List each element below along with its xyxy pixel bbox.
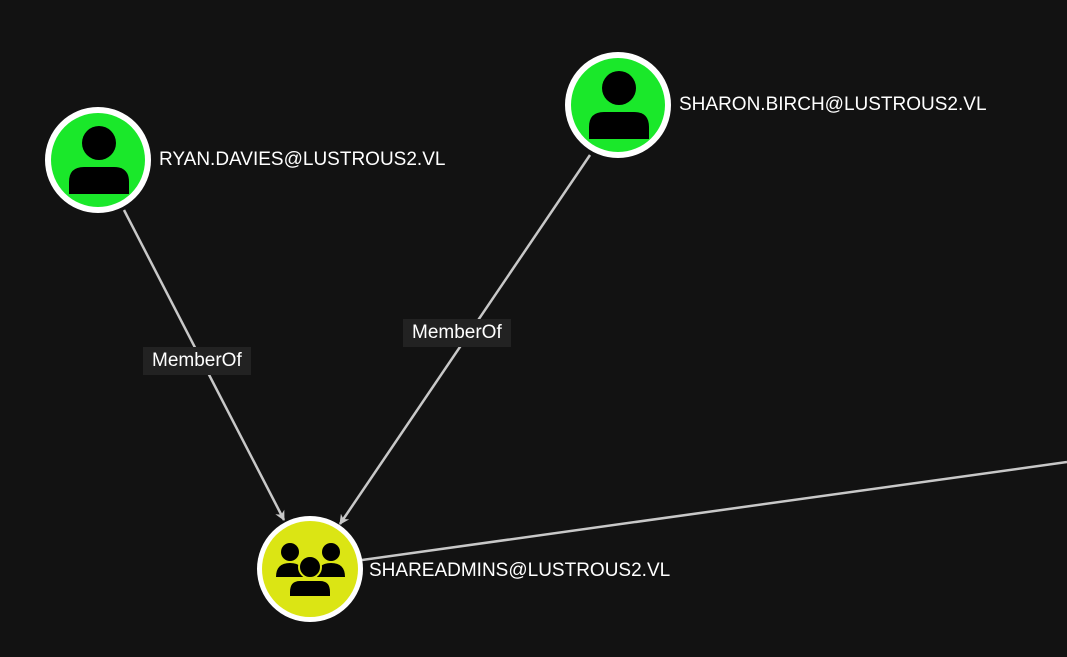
edge-label-memberof[interactable]: MemberOf xyxy=(143,347,251,375)
user-icon xyxy=(69,126,129,194)
node-label-sharon: SHARON.BIRCH@LUSTROUS2.VL xyxy=(679,94,987,115)
user-icon xyxy=(589,71,649,139)
edge-label-memberof[interactable]: MemberOf xyxy=(403,319,511,347)
node-label-ryan: RYAN.DAVIES@LUSTROUS2.VL xyxy=(159,149,446,170)
node-ryan-davies[interactable] xyxy=(45,107,151,213)
node-shareadmins[interactable] xyxy=(257,516,363,622)
group-icon xyxy=(276,543,345,598)
edge-shareadmins-offscreen[interactable] xyxy=(361,460,1067,562)
node-sharon-birch[interactable] xyxy=(565,52,671,158)
node-label-shareadmins: SHAREADMINS@LUSTROUS2.VL xyxy=(369,560,671,581)
